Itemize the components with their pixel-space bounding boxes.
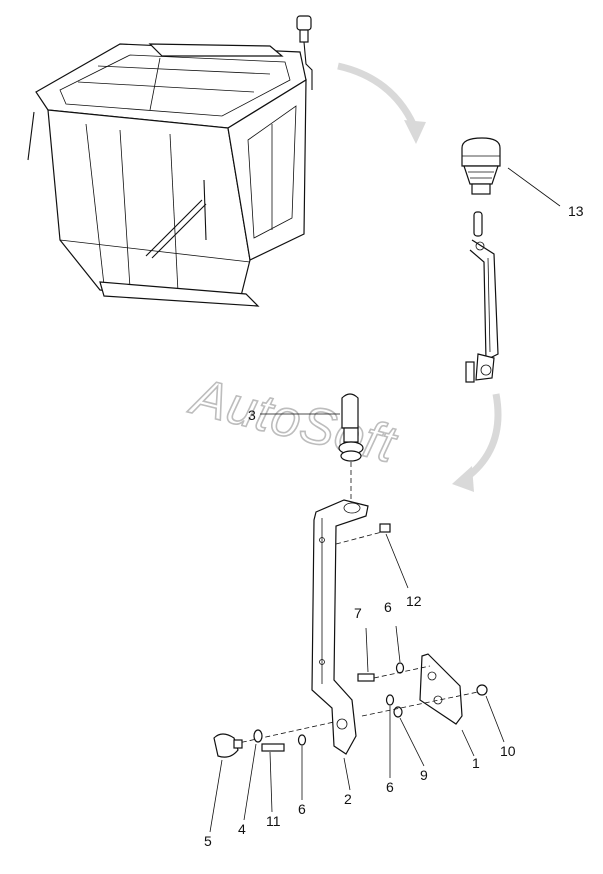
- callout-13: 13: [568, 203, 584, 219]
- callout-7: 7: [354, 605, 362, 621]
- callout-1: 1: [472, 755, 480, 771]
- callout-12: 12: [406, 593, 422, 609]
- callout-6-lower: 6: [298, 801, 306, 817]
- leader-lines: [209, 167, 561, 833]
- exploded-bracket-assembly: [213, 393, 488, 758]
- callout-4: 4: [238, 821, 246, 837]
- callout-6-middle: 6: [386, 779, 394, 795]
- direction-arrow-lower: [452, 393, 502, 492]
- watermark-text: AutoSoft: [184, 367, 404, 475]
- callout-3: 3: [248, 407, 256, 423]
- tractor-cab-drawing: [27, 15, 313, 307]
- callout-11: 11: [266, 813, 281, 829]
- direction-arrow-upper: [337, 62, 426, 144]
- beacon-assembly-small: [461, 137, 501, 383]
- callout-9: 9: [420, 767, 428, 783]
- callout-10: 10: [500, 743, 516, 759]
- callout-2: 2: [344, 791, 352, 807]
- callout-6-upper: 6: [384, 599, 392, 615]
- callout-5: 5: [204, 833, 212, 849]
- callout-labels: 13 3 12 7 6 1 10 9 6 2 6 11 4 5: [204, 203, 584, 849]
